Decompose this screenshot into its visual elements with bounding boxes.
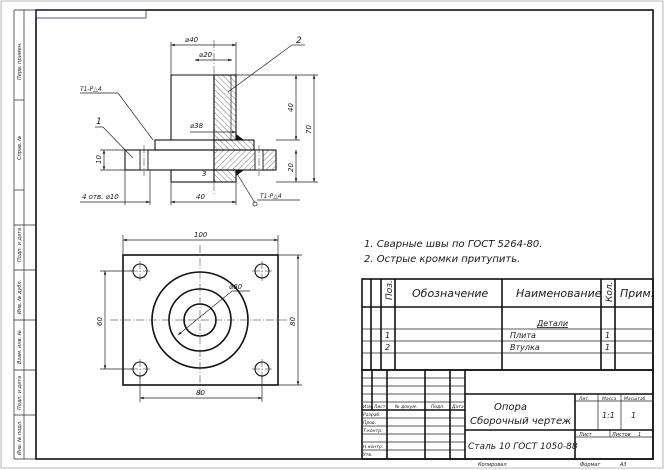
dim-10-vert: 10	[95, 155, 103, 164]
plan-view: ⌀60 100 80 60 80	[96, 231, 302, 402]
weld-callout-top: Т1-Р△4	[80, 86, 102, 93]
tb-row-utv: Утв.	[363, 452, 372, 458]
dim-80-bottom: 80	[196, 389, 205, 397]
spec-header-name: Наименование	[516, 287, 602, 300]
margin-label: Взам. инв. №	[17, 330, 23, 364]
spec-row-pos: 1	[385, 331, 390, 340]
tb-col-date: Дата	[451, 404, 464, 410]
left-margin-strip: Перв. примен. Справ. № Подп. и дата Инв.…	[13, 9, 36, 460]
margin-label: Подп. и дата	[17, 376, 23, 410]
note-line: 2. Острые кромки притупить.	[364, 254, 520, 265]
spec-section: Детали	[536, 319, 568, 328]
margin-label: Справ. №	[17, 136, 23, 160]
tb-col-doc: № докум.	[394, 404, 417, 410]
tb-subtitle: Сборочный чертеж	[470, 415, 571, 427]
tb-row-nkontr: Н.контр.	[363, 444, 383, 450]
front-section-view: ⌀40 ⌀20 ⌀38 40 70 20 10 3 40 4 отв. ⌀10	[80, 36, 318, 207]
specification-table: Поз. Обозначение Наименование Кол. Прим.…	[361, 278, 654, 371]
spec-header-pos: Поз.	[385, 280, 395, 300]
spec-header-qty: Кол.	[605, 281, 615, 302]
tb-listov-value: 1	[638, 432, 641, 438]
tb-col-sign: Подп.	[431, 404, 445, 410]
spec-row-qty: 1	[605, 343, 610, 352]
margin-label: Подп. и дата	[17, 228, 23, 262]
spec-header-note: Прим.	[620, 287, 654, 300]
spec-row-name: Плита	[510, 331, 536, 340]
weld-callout-bottom: Т1-Р△4	[260, 193, 282, 200]
dim-3: 3	[202, 170, 206, 178]
leader-1: 1	[96, 117, 102, 127]
dim-70-vert: 70	[305, 125, 313, 134]
top-stamp-box	[35, 9, 147, 19]
note-line: 1. Сварные швы по ГОСТ 5264-80.	[364, 239, 542, 250]
tb-format-value: A3	[619, 462, 627, 468]
margin-label: Перв. примен.	[17, 42, 23, 80]
tb-sheets-total: 1	[631, 411, 636, 420]
margin-label: Инв. № подл.	[17, 421, 23, 456]
tb-scale: 1:1	[602, 411, 615, 420]
tb-col-list: Лист	[373, 404, 386, 410]
dim-20-vert: 20	[287, 163, 295, 172]
tb-title: Опора	[494, 402, 527, 413]
tb-col-izm: Изм.	[363, 404, 374, 410]
margin-label: Инв. № дубл.	[17, 280, 23, 314]
holes-note: 4 отв. ⌀10	[82, 193, 119, 201]
tb-row-razrab: Разраб.	[363, 412, 381, 418]
dim-d40: ⌀40	[185, 36, 199, 44]
dim-80-right: 80	[289, 317, 297, 326]
tb-massa: Масса	[602, 396, 617, 402]
tb-row-prov: Пров.	[363, 420, 376, 426]
dim-60-left: 60	[96, 317, 104, 326]
tb-lit: Лит.	[578, 396, 589, 402]
tb-material: Сталь 10 ГОСТ 1050-88	[468, 442, 578, 452]
dim-d20: ⌀20	[199, 51, 213, 59]
title-block: Изм. Лист № докум. Подп. Дата Разраб. Пр…	[361, 369, 654, 468]
spec-row-qty: 1	[605, 331, 610, 340]
tb-listov-label: Листов	[611, 432, 631, 438]
tb-list-label: Лист	[578, 432, 593, 438]
leader-2: 2	[296, 36, 302, 46]
tb-kopiroval: Копировал	[478, 462, 507, 468]
spec-header-designation: Обозначение	[412, 287, 489, 300]
technical-notes: 1. Сварные швы по ГОСТ 5264-80. 2. Остры…	[364, 239, 542, 265]
drawing-frame	[35, 9, 654, 460]
spec-row-pos: 2	[385, 343, 390, 352]
tb-row-tkontr: Т.контр.	[363, 428, 383, 434]
dim-40-vert: 40	[287, 103, 295, 112]
dim-40-bottom: 40	[196, 193, 205, 201]
dim-d60: ⌀60	[229, 283, 243, 291]
dim-d38: ⌀38	[190, 122, 204, 130]
spec-row-name: Втулка	[510, 343, 540, 352]
tb-masshtab: Масштаб	[624, 396, 646, 402]
tb-format: Формат	[580, 462, 601, 468]
dim-100: 100	[194, 231, 208, 239]
